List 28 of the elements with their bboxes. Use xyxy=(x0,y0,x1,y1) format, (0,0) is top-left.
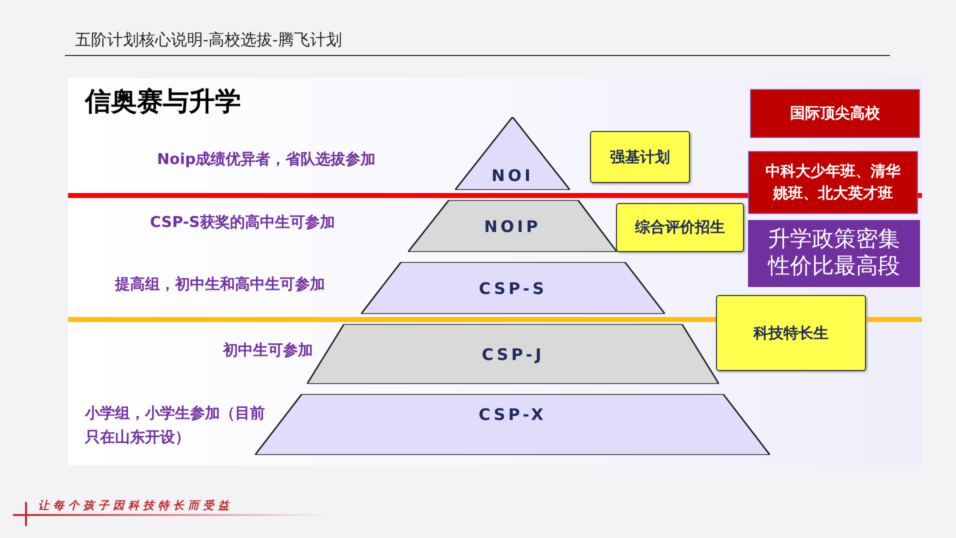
node-text: CSP-J xyxy=(482,344,544,364)
node-text: 综合评价招生 xyxy=(635,218,725,237)
node-text: CSP-S xyxy=(478,278,548,298)
node-text: NOI xyxy=(492,166,534,185)
policy-box xyxy=(716,295,866,371)
header-text: 五阶计划核心说明-高校选拔-腾飞计划 xyxy=(75,30,342,51)
pyramid-tier xyxy=(361,262,665,314)
slogan-text: 让每个孩子因科技特长而受益 xyxy=(38,498,233,513)
node-text: 国际顶尖高校 xyxy=(790,102,880,124)
slide-title: 信奥赛与升学 xyxy=(85,86,241,119)
policy-box xyxy=(590,131,690,183)
pyramid-tier xyxy=(408,200,617,252)
node-text: NOIP xyxy=(484,216,541,236)
school-box xyxy=(748,151,918,214)
tier-note: 初中生可参加 xyxy=(223,341,313,360)
node-text: 科技特长生 xyxy=(754,324,828,342)
school-box xyxy=(750,89,920,138)
tier-note: 小学组，小学生参加（目前只在山东开设） xyxy=(85,403,265,448)
node-text: 中科大少年班、清华姚班、北大英才班 xyxy=(764,160,902,204)
tier-note: Noip成绩优异者，省队选拔参加 xyxy=(157,150,376,169)
node-text: CSP-X xyxy=(478,405,546,424)
pyramid-tier xyxy=(455,117,570,190)
tier-note: 提高组，初中生和高中生可参加 xyxy=(115,275,325,294)
policy-box xyxy=(616,203,744,252)
node-text: 升学政策密集性价比最高段 xyxy=(766,227,901,280)
highlight-box xyxy=(748,220,920,287)
node-text: 强基计划 xyxy=(610,148,670,166)
tier-note: CSP-S获奖的高中生可参加 xyxy=(150,213,335,232)
